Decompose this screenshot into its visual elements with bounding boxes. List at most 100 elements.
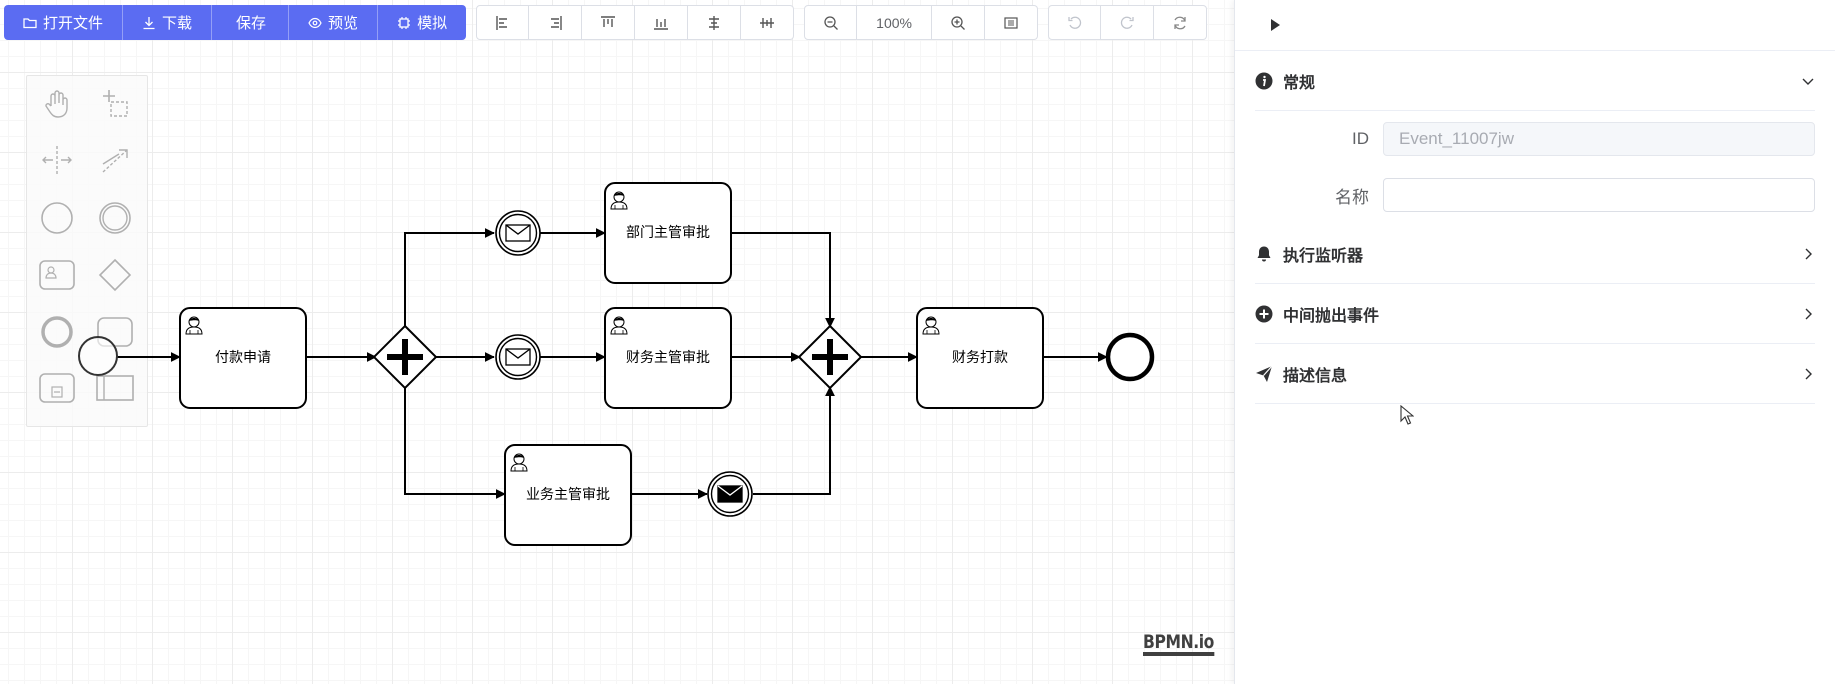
simulate-button[interactable]: 模拟 xyxy=(378,5,467,40)
envelope-icon xyxy=(505,348,531,366)
save-button[interactable]: 保存 xyxy=(212,5,290,40)
lasso-icon xyxy=(103,90,128,117)
envelope-filled-icon xyxy=(717,485,743,503)
plus-icon xyxy=(387,339,423,375)
parallel-gateway-fork[interactable] xyxy=(372,324,438,390)
section-general-header[interactable]: 常规 xyxy=(1255,51,1815,111)
align-center-button[interactable] xyxy=(688,5,742,40)
task-finance-manager-approval[interactable]: 财务主管审批 xyxy=(604,307,732,409)
folder-icon xyxy=(23,16,37,30)
info-icon xyxy=(1255,72,1273,90)
global-connect-tool[interactable] xyxy=(93,138,137,182)
align-right-button[interactable] xyxy=(529,5,583,40)
align-top-icon xyxy=(601,15,616,27)
create-end-event[interactable] xyxy=(35,310,79,354)
task-finance-payment[interactable]: 财务打款 xyxy=(916,307,1044,409)
zoom-level-display[interactable]: 100% xyxy=(857,5,933,40)
properties-panel: 常规 ID 名称 执行监听器 中间抛出事件 描述信息 xyxy=(1234,0,1835,684)
refresh-icon xyxy=(1174,16,1186,29)
simulate-label: 模拟 xyxy=(417,15,448,32)
task-label: 部门主管审批 xyxy=(626,224,710,240)
end-event[interactable] xyxy=(1105,332,1155,382)
create-pool[interactable] xyxy=(93,366,137,410)
section-title: 执行监听器 xyxy=(1283,247,1364,265)
section-title: 描述信息 xyxy=(1283,367,1348,385)
bpmn-diagram: 付款申请 部门主管审批 财务主管审批 业务主管审批 财务打款 xyxy=(78,182,1155,546)
redo-icon xyxy=(1120,16,1134,29)
align-bottom-button[interactable] xyxy=(635,5,689,40)
flow-fork-to-business[interactable] xyxy=(404,386,506,499)
id-label: ID xyxy=(1352,129,1369,148)
task-payment-request[interactable]: 付款申请 xyxy=(179,307,307,409)
create-subprocess[interactable] xyxy=(35,366,79,410)
open-file-button[interactable]: 打开文件 xyxy=(4,5,124,40)
fit-viewport-button[interactable] xyxy=(985,5,1039,40)
section-title: 中间抛出事件 xyxy=(1283,307,1380,325)
section-title: 常规 xyxy=(1283,74,1316,92)
task-business-manager-approval[interactable]: 业务主管审批 xyxy=(504,444,632,546)
align-center-icon xyxy=(709,15,720,30)
redo-button[interactable] xyxy=(1101,5,1155,40)
section-execution-listener-header[interactable]: 执行监听器 xyxy=(1255,224,1815,284)
bpmn-canvas[interactable]: 打开文件 下载 保存 预览 模拟 xyxy=(0,0,1234,684)
space-tool-icon xyxy=(42,146,72,174)
flow-fork-to-msg1[interactable] xyxy=(404,228,495,328)
task-label: 财务主管审批 xyxy=(626,349,710,365)
mouse-pointer-icon xyxy=(1400,405,1414,425)
hand-tool[interactable] xyxy=(35,82,79,126)
fit-screen-icon xyxy=(1004,16,1018,29)
zoom-out-button[interactable] xyxy=(804,5,858,40)
align-top-button[interactable] xyxy=(582,5,636,40)
create-start-event[interactable] xyxy=(35,196,79,240)
cpu-icon xyxy=(397,16,411,30)
message-catch-event-2[interactable] xyxy=(495,334,541,380)
create-intermediate-event[interactable] xyxy=(93,196,137,240)
space-tool[interactable] xyxy=(35,138,79,182)
start-event[interactable] xyxy=(78,336,118,376)
undo-icon xyxy=(1067,16,1081,29)
plus-circle-icon xyxy=(1255,305,1273,323)
panel-toggle-button[interactable] xyxy=(1265,15,1285,35)
lasso-tool[interactable] xyxy=(93,82,137,126)
toolbar: 打开文件 下载 保存 预览 模拟 xyxy=(4,5,1217,40)
parallel-gateway-join[interactable] xyxy=(797,324,863,390)
align-bottom-icon xyxy=(654,18,669,30)
undo-button[interactable] xyxy=(1048,5,1102,40)
file-button-group: 打开文件 下载 保存 预览 模拟 xyxy=(4,5,467,40)
envelope-icon xyxy=(505,224,531,242)
connect-icon xyxy=(102,149,128,173)
message-throw-event[interactable] xyxy=(707,471,753,517)
hand-icon xyxy=(45,90,68,118)
align-left-button[interactable] xyxy=(476,5,530,40)
sequence-flows xyxy=(117,228,1108,499)
download-label: 下载 xyxy=(162,15,193,32)
name-input[interactable] xyxy=(1383,178,1815,212)
task-label: 付款申请 xyxy=(215,349,271,365)
flow-msg3-to-join[interactable] xyxy=(753,386,835,495)
preview-button[interactable]: 预览 xyxy=(289,5,379,40)
section-intermediate-throw-event-header[interactable]: 中间抛出事件 xyxy=(1255,284,1815,344)
zoom-out-icon xyxy=(823,15,838,30)
bpmn-io-logo[interactable]: BPMN.io xyxy=(1143,632,1214,656)
align-middle-button[interactable] xyxy=(741,5,795,40)
flow-dept-to-join[interactable] xyxy=(731,232,835,328)
task-dept-manager-approval[interactable]: 部门主管审批 xyxy=(604,182,732,284)
history-button-group xyxy=(1048,5,1208,40)
create-user-task[interactable] xyxy=(35,253,79,297)
save-label: 保存 xyxy=(236,15,267,32)
zoom-in-button[interactable] xyxy=(932,5,986,40)
align-button-group xyxy=(476,5,795,40)
id-form-row: ID xyxy=(1255,121,1815,157)
message-catch-event-1[interactable] xyxy=(495,210,541,256)
create-gateway[interactable] xyxy=(93,253,137,297)
section-description-header[interactable]: 描述信息 xyxy=(1255,344,1815,404)
bell-icon xyxy=(1255,245,1273,263)
chevron-right-icon xyxy=(1801,367,1815,381)
reset-button[interactable] xyxy=(1154,5,1208,40)
task-label: 业务主管审批 xyxy=(526,486,610,502)
intermediate-event-icon xyxy=(99,202,131,234)
start-event-icon xyxy=(41,202,73,234)
id-input[interactable] xyxy=(1383,122,1815,156)
caret-right-icon xyxy=(1271,19,1280,31)
download-button[interactable]: 下载 xyxy=(123,5,213,40)
